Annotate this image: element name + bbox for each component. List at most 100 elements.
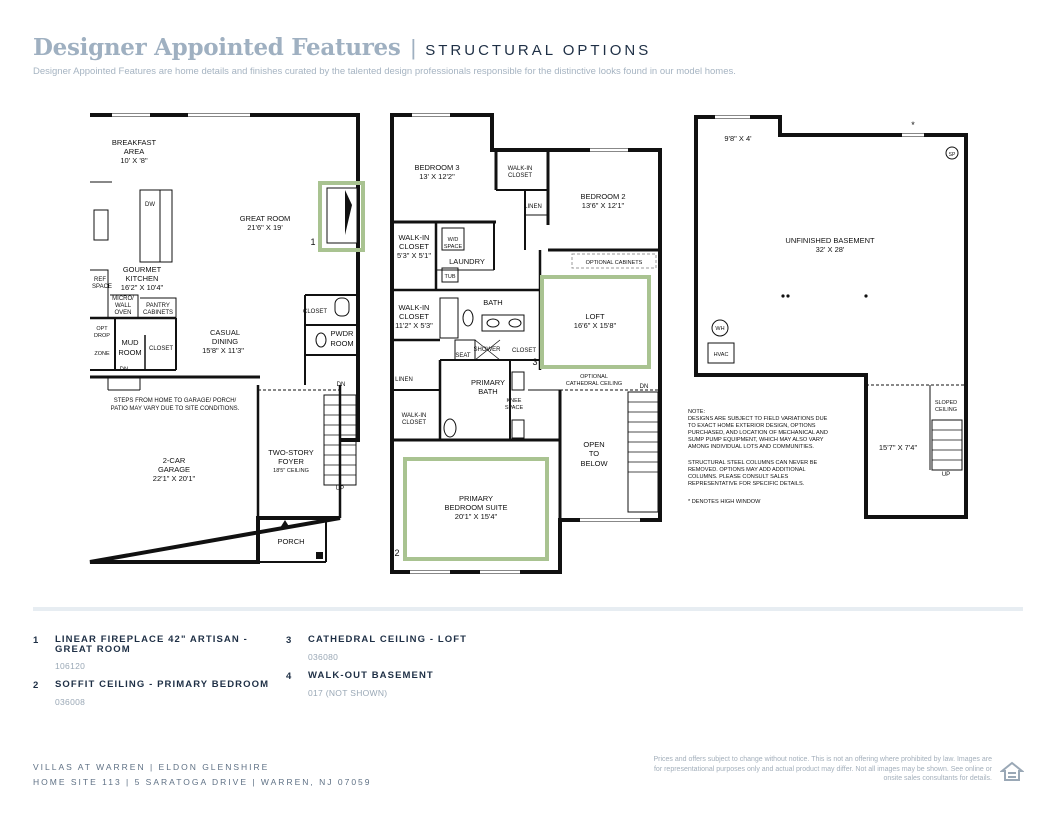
primary-suite-label: PRIMARY [459,494,493,503]
basement-label: UNFINISHED BASEMENT [785,236,875,245]
mud-room-label: ROOM [118,348,141,357]
option-number: 4 [286,671,292,682]
community-line-2: HOME SITE 113 | 5 SARATOGA DRIVE | WARRE… [33,777,372,787]
wh-label: WH [715,326,724,332]
option-title: CATHEDRAL CEILING - LOFT [308,634,468,645]
note-line-10: REPRESENTATIVE FOR SPECIFIC DETAILS. [688,481,805,487]
oven-label: OVEN [114,310,131,316]
walkin-b-label-2: CLOSET [399,242,429,251]
pwdr-room-label: ROOM [330,339,353,348]
note-line-4: SUMP PUMP EQUIPMENT, WHICH MAY ALSO VARY [688,437,824,443]
basement-up-label: UP [942,472,950,478]
garage-dim: 22'1" X 20'1" [153,474,196,483]
foyer-label-2: FOYER [278,457,304,466]
bath-label: BATH [483,298,502,307]
option-code: 036080 [308,652,339,662]
breakfast-dim: 10' X '8" [120,156,148,165]
options-list: 1 LINEAR FIREPLACE 42" ARTISAN - GREAT R… [33,635,553,715]
shower-label: SHOWER [474,347,502,353]
hvac-label: HVAC [714,352,729,358]
wall-label: WALL [115,303,132,309]
page-header: Designer Appointed Features | STRUCTURAL… [33,34,1033,77]
option-title-line-2: GREAT ROOM [55,644,131,655]
legal-disclaimer: Prices and offers subject to change with… [653,756,992,782]
zone-label: ZONE [94,351,110,357]
note-line-5: AMONG INDIVIDUAL LOTS AND COMMUNITIES. [688,444,814,450]
option-2-marker: 2 [394,548,399,558]
casual-label: CASUAL [210,328,240,337]
option-number: 2 [33,680,39,691]
wd-space-label: SPACE [444,244,463,250]
ceiling-label: CEILING [935,407,957,413]
note-line-0: NOTE: [688,409,706,415]
bedroom2-label: BEDROOM 2 [580,192,625,201]
high-window-note: * DENOTES HIGH WINDOW [688,499,761,505]
laundry-label: LAUNDRY [449,257,485,266]
note-line-8: REMOVED. OPTIONS MAY ADD ADDITIONAL [688,467,806,473]
knee-label: KNEE [507,398,522,404]
bedroom3-dim: 13' X 12'2" [419,172,455,181]
great-room-label: GREAT ROOM [240,214,291,223]
pantry-label: PANTRY [146,303,170,309]
bedroom3-label: BEDROOM 3 [414,163,459,172]
option-code: 036008 [55,697,86,707]
ref-label: REF [94,277,106,283]
primary-bath-label: PRIMARY [471,378,505,387]
loft-dim: 16'6" X 15'8" [574,321,617,330]
bedroom2-dim: 13'6" X 12'1" [582,201,625,210]
tub-label: TUB [445,274,456,280]
option-item: 2 SOFFIT CEILING - PRIMARY BEDROOM 03600… [33,679,283,708]
kitchen-label-2: KITCHEN [126,274,159,283]
micro-label: MICRO/ [112,296,134,302]
basement-dim: 32' X 28' [816,245,845,254]
breakfast-label-2: AREA [124,147,144,156]
brand-title: Designer Appointed Features [33,34,401,61]
walkin-a-label-2: CLOSET [508,173,532,179]
optional-ceiling-label: OPTIONAL [580,374,608,380]
section-divider [33,607,1023,611]
kitchen-label: GOURMET [123,265,162,274]
walkin-b-dim: 5'3" X 5'1" [397,251,431,260]
community-info: VILLAS AT WARREN | ELDON GLENSHIRE HOME … [33,760,372,790]
community-line-1: VILLAS AT WARREN | ELDON GLENSHIRE [33,762,270,772]
note-line-3: PURCHASED, AND LOCATION OF MECHANICAL AN… [688,430,828,436]
garage-label: 2-CAR [163,456,186,465]
second-floor-plan [390,113,662,574]
foyer-label: TWO-STORY [268,448,314,457]
pwdr-label: PWDR [331,329,354,338]
note-line-9: COLUMNS. PLEASE CONSULT SALES [688,474,788,480]
option-title: WALK-OUT BASEMENT [308,670,434,681]
steps-note-2: PATIO MAY VARY DUE TO SITE CONDITIONS. [111,406,240,412]
primary-suite-label-2: BEDROOM SUITE [445,503,508,512]
option-title: LINEAR FIREPLACE 42" ARTISAN - GREAT ROO… [55,635,248,655]
kitchen-dim: 16'2" X 10'4" [121,283,164,292]
cabinets-label: CABINETS [143,310,173,316]
option-item: 3 CATHEDRAL CEILING - LOFT 036080 [286,634,536,663]
breakfast-label: BREAKFAST [112,138,157,147]
drop-label: DROP [94,333,110,339]
option-number: 3 [286,635,292,646]
option-number: 1 [33,635,39,646]
steps-note-1: STEPS FROM HOME TO GARAGE/ PORCH/ [114,398,237,404]
option-3-marker: 3 [532,357,537,367]
option-2-bedroom-highlight [403,457,549,561]
ref-space-label: SPACE [92,284,112,290]
walkin-c-label-2: CLOSET [399,312,429,321]
option-3-loft-highlight [540,275,651,369]
basement-plan [694,115,968,519]
first-floor-plan [89,113,365,564]
walkin-c-dim: 11'2" X 5'3" [395,321,433,330]
closet2-label: CLOSET [149,346,173,352]
title-divider: | [410,35,417,60]
dn-label: DN [120,367,129,373]
sloped-label: SLOPED [935,400,957,406]
second-floor-outer-walls [390,113,662,574]
note-line-7: STRUCTURAL STEEL COLUMNS CAN NEVER BE [688,460,817,466]
dining-label: DINING [212,337,238,346]
page-subtitle: STRUCTURAL OPTIONS [425,42,652,59]
walkin-d-label-2: CLOSET [402,420,426,426]
basement-outer-walls [694,115,968,519]
walkin-b-label: WALK-IN [399,233,430,242]
great-room-dim: 21'6" X 19' [247,223,283,232]
option-title: SOFFIT CEILING - PRIMARY BEDROOM [55,679,270,690]
